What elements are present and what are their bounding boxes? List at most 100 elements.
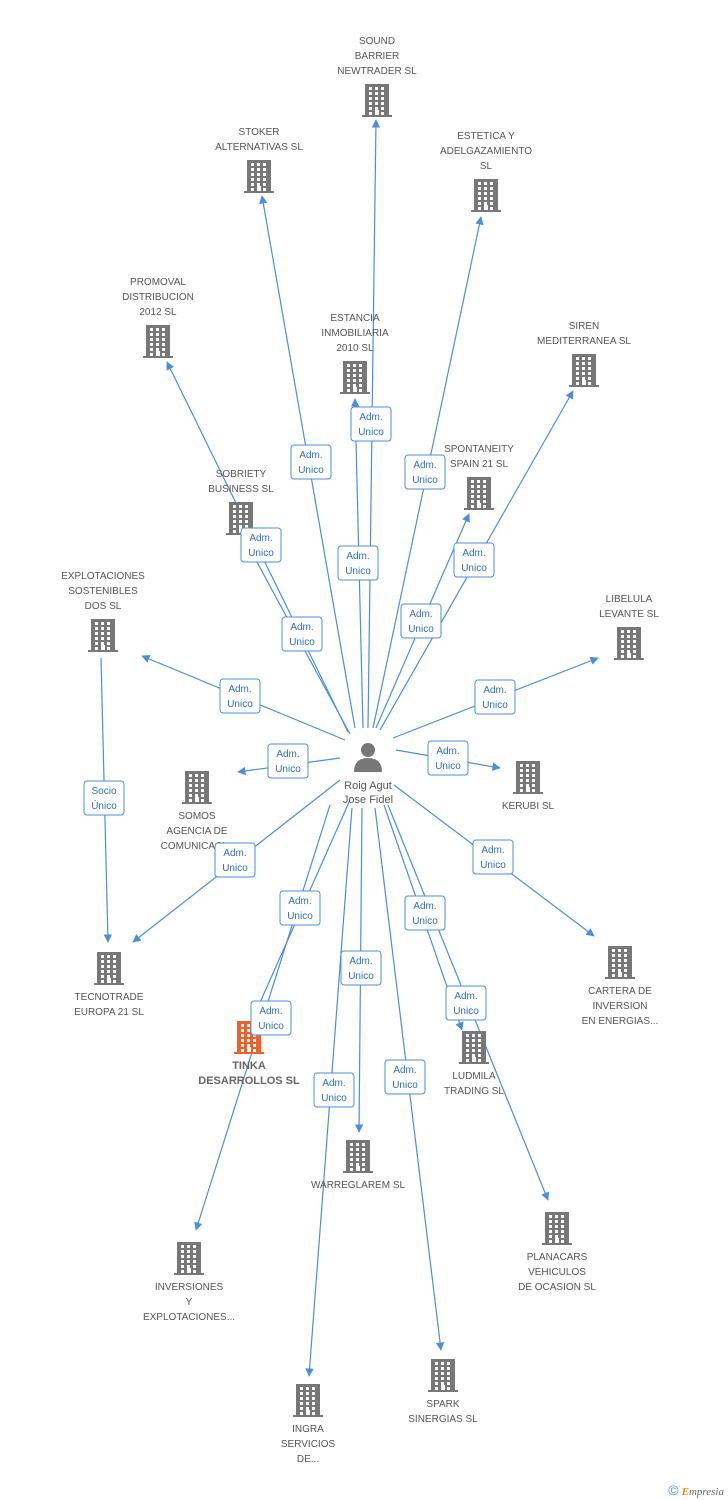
role-badge-box: [281, 616, 323, 652]
brand-logo-text: mpresia: [688, 1486, 724, 1498]
role-badge-ingra[interactable]: Adm.Unico: [313, 1072, 355, 1108]
company-node-kerubi[interactable]: KERUBI SL: [502, 761, 555, 812]
role-badge-box: [474, 679, 516, 715]
role-badge-explotaciones[interactable]: Adm.Unico: [219, 678, 261, 714]
company-label: DOS SL: [85, 601, 122, 612]
role-badge-box: [340, 950, 382, 986]
role-badge-box: [350, 406, 392, 442]
company-label: VEHICULOS: [528, 1267, 586, 1278]
company-label: INVERSIONES: [155, 1282, 224, 1293]
company-node-ingra[interactable]: INGRASERVICIOSDE...: [281, 1384, 336, 1465]
company-label: BARRIER: [355, 51, 399, 62]
role-badge-promoval[interactable]: Adm.Unico: [240, 527, 282, 563]
role-badge-stoker[interactable]: Adm.Unico: [290, 444, 332, 480]
role-badge-siren[interactable]: Adm.Unico: [453, 542, 495, 578]
role-badge-estancia[interactable]: Adm.Unico: [337, 545, 379, 581]
role-badge-text: Unico: [298, 465, 324, 476]
role-badge-text: Unico: [289, 637, 315, 648]
building-icon: [88, 619, 118, 652]
role-badge-kerubi[interactable]: Adm.Unico: [427, 740, 469, 776]
role-badge-text: Adm.: [349, 956, 372, 967]
company-label: EUROPA 21 SL: [74, 1007, 144, 1018]
role-badge-tecnotrade[interactable]: Adm.Unico: [214, 842, 256, 878]
building-icon: [143, 325, 173, 358]
role-badge-text: Unico: [358, 427, 384, 438]
role-badge-libelula[interactable]: Adm.Unico: [474, 679, 516, 715]
role-badge-text: Adm.: [288, 896, 311, 907]
company-node-inversiones[interactable]: INVERSIONESYEXPLOTACIONES...: [143, 1242, 235, 1323]
company-label: SPAIN 21 SL: [450, 459, 509, 470]
role-badge-planacars[interactable]: Adm.Unico: [445, 985, 487, 1021]
role-badge-ludmila[interactable]: Adm.Unico: [404, 895, 446, 931]
role-badge-tinka[interactable]: Adm.Unico: [279, 890, 321, 926]
role-badge-text: Socio: [91, 786, 116, 797]
building-icon: [569, 354, 599, 387]
role-badge-sound-barrier[interactable]: Adm.Unico: [350, 406, 392, 442]
company-label: 2010 SL: [336, 343, 374, 354]
role-badge-box: [83, 780, 125, 816]
role-badge-box: [290, 444, 332, 480]
role-badge-spark[interactable]: Adm.Unico: [384, 1059, 426, 1095]
role-badge-text: Unico: [482, 700, 508, 711]
copyright-icon: ©: [668, 1482, 679, 1498]
company-label: SPARK: [426, 1399, 459, 1410]
company-label: INVERSION: [592, 1001, 647, 1012]
role-badge-text: Unico: [227, 699, 253, 710]
company-label: EXPLOTACIONES: [61, 571, 145, 582]
role-badge-text: Adm.: [322, 1078, 345, 1089]
role-badge-text: Unico: [275, 764, 301, 775]
company-node-tecnotrade[interactable]: TECNOTRADE EUROPA 21 SL: [74, 952, 144, 1018]
role-badge-box: [267, 743, 309, 779]
company-label: COMUNICACI...: [161, 841, 234, 852]
company-label: TRADING SL: [444, 1086, 504, 1097]
building-icon: [362, 84, 392, 117]
company-label: ADELGAZAMIENTO: [440, 146, 532, 157]
company-node-spontaneity[interactable]: SPONTANEITY SPAIN 21 SL: [444, 444, 514, 510]
role-badge-text: Adm.: [223, 848, 246, 859]
building-icon: [459, 1031, 489, 1064]
company-label: INMOBILIARIA: [321, 328, 389, 339]
role-badge-text: Adm.: [481, 845, 504, 856]
role-badge-text: Adm.: [290, 622, 313, 633]
role-badge-text: Adm.: [462, 548, 485, 559]
role-badge-box: [313, 1072, 355, 1108]
role-badge-text: Unico: [345, 566, 371, 577]
company-label: WARREGLAREM SL: [311, 1180, 406, 1191]
company-label: DE...: [297, 1454, 319, 1465]
company-node-warreglarem[interactable]: WARREGLAREM SL: [311, 1140, 406, 1191]
role-badge-text: Unico: [412, 475, 438, 486]
role-badge-text: Unico: [392, 1080, 418, 1091]
company-label: TECNOTRADE: [75, 992, 144, 1003]
company-label: SOBRIETY: [216, 469, 267, 480]
company-label: SPONTANEITY: [444, 444, 514, 455]
role-badge-spontaneity[interactable]: Adm.Unico: [400, 603, 442, 639]
building-icon: [244, 160, 274, 193]
role-badge-cartera[interactable]: Adm.Unico: [472, 839, 514, 875]
role-badge-sobriety[interactable]: Adm. Unico: [281, 616, 323, 652]
role-badge-warreglarem[interactable]: Adm.Unico: [340, 950, 382, 986]
role-badge-somos[interactable]: Adm.Unico: [267, 743, 309, 779]
role-badge-inversiones[interactable]: Adm.Unico: [250, 1000, 292, 1036]
role-badge-estetica[interactable]: Adm.Unico: [404, 454, 446, 490]
role-badge-box: [445, 985, 487, 1021]
company-label: PLANACARS: [527, 1252, 588, 1263]
